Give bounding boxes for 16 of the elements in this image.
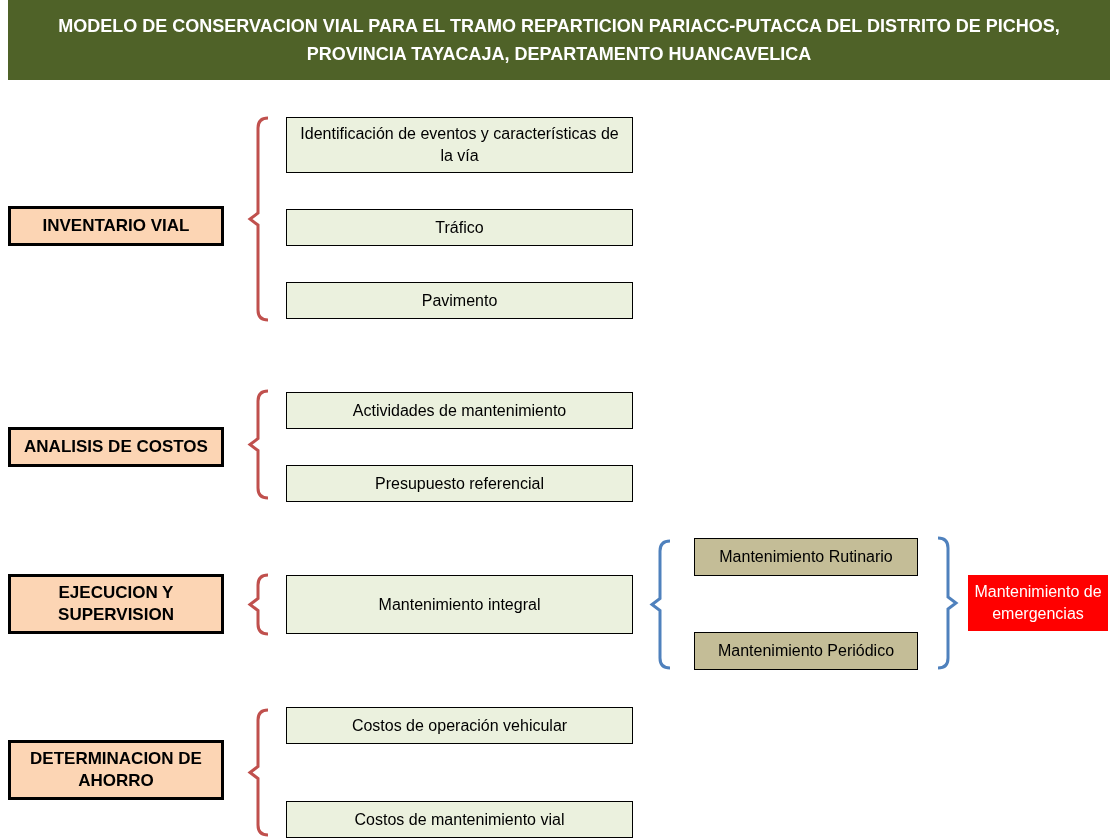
item-box: Costos de operación vehicular bbox=[286, 707, 633, 744]
category-box: ANALISIS DE COSTOS bbox=[8, 427, 224, 467]
emergency-box: Mantenimiento de emergencias bbox=[968, 575, 1108, 631]
item-box: Presupuesto referencial bbox=[286, 465, 633, 502]
item-box: Actividades de mantenimiento bbox=[286, 392, 633, 429]
title-banner: MODELO DE CONSERVACION VIAL PARA EL TRAMO REPARTICION PARIACC-PUTACCA DEL DISTRITO DE PICHOS, PROVINCIA TAYACAJA, DEPARTAMENTO HUANCAVELICA bbox=[8, 0, 1110, 80]
item-box: Identificación de eventos y características de la vía bbox=[286, 117, 633, 173]
category-box: EJECUCION Y SUPERVISION bbox=[8, 574, 224, 634]
category-box: INVENTARIO VIAL bbox=[8, 206, 224, 246]
item-box: Pavimento bbox=[286, 282, 633, 319]
item-box: Mantenimiento integral bbox=[286, 575, 633, 634]
item-box: Tráfico bbox=[286, 209, 633, 246]
maintenance-box: Mantenimiento Periódico bbox=[694, 632, 918, 670]
item-box: Costos de mantenimiento vial bbox=[286, 801, 633, 838]
maintenance-box: Mantenimiento Rutinario bbox=[694, 538, 918, 576]
category-box: DETERMINACION DE AHORRO bbox=[8, 740, 224, 800]
